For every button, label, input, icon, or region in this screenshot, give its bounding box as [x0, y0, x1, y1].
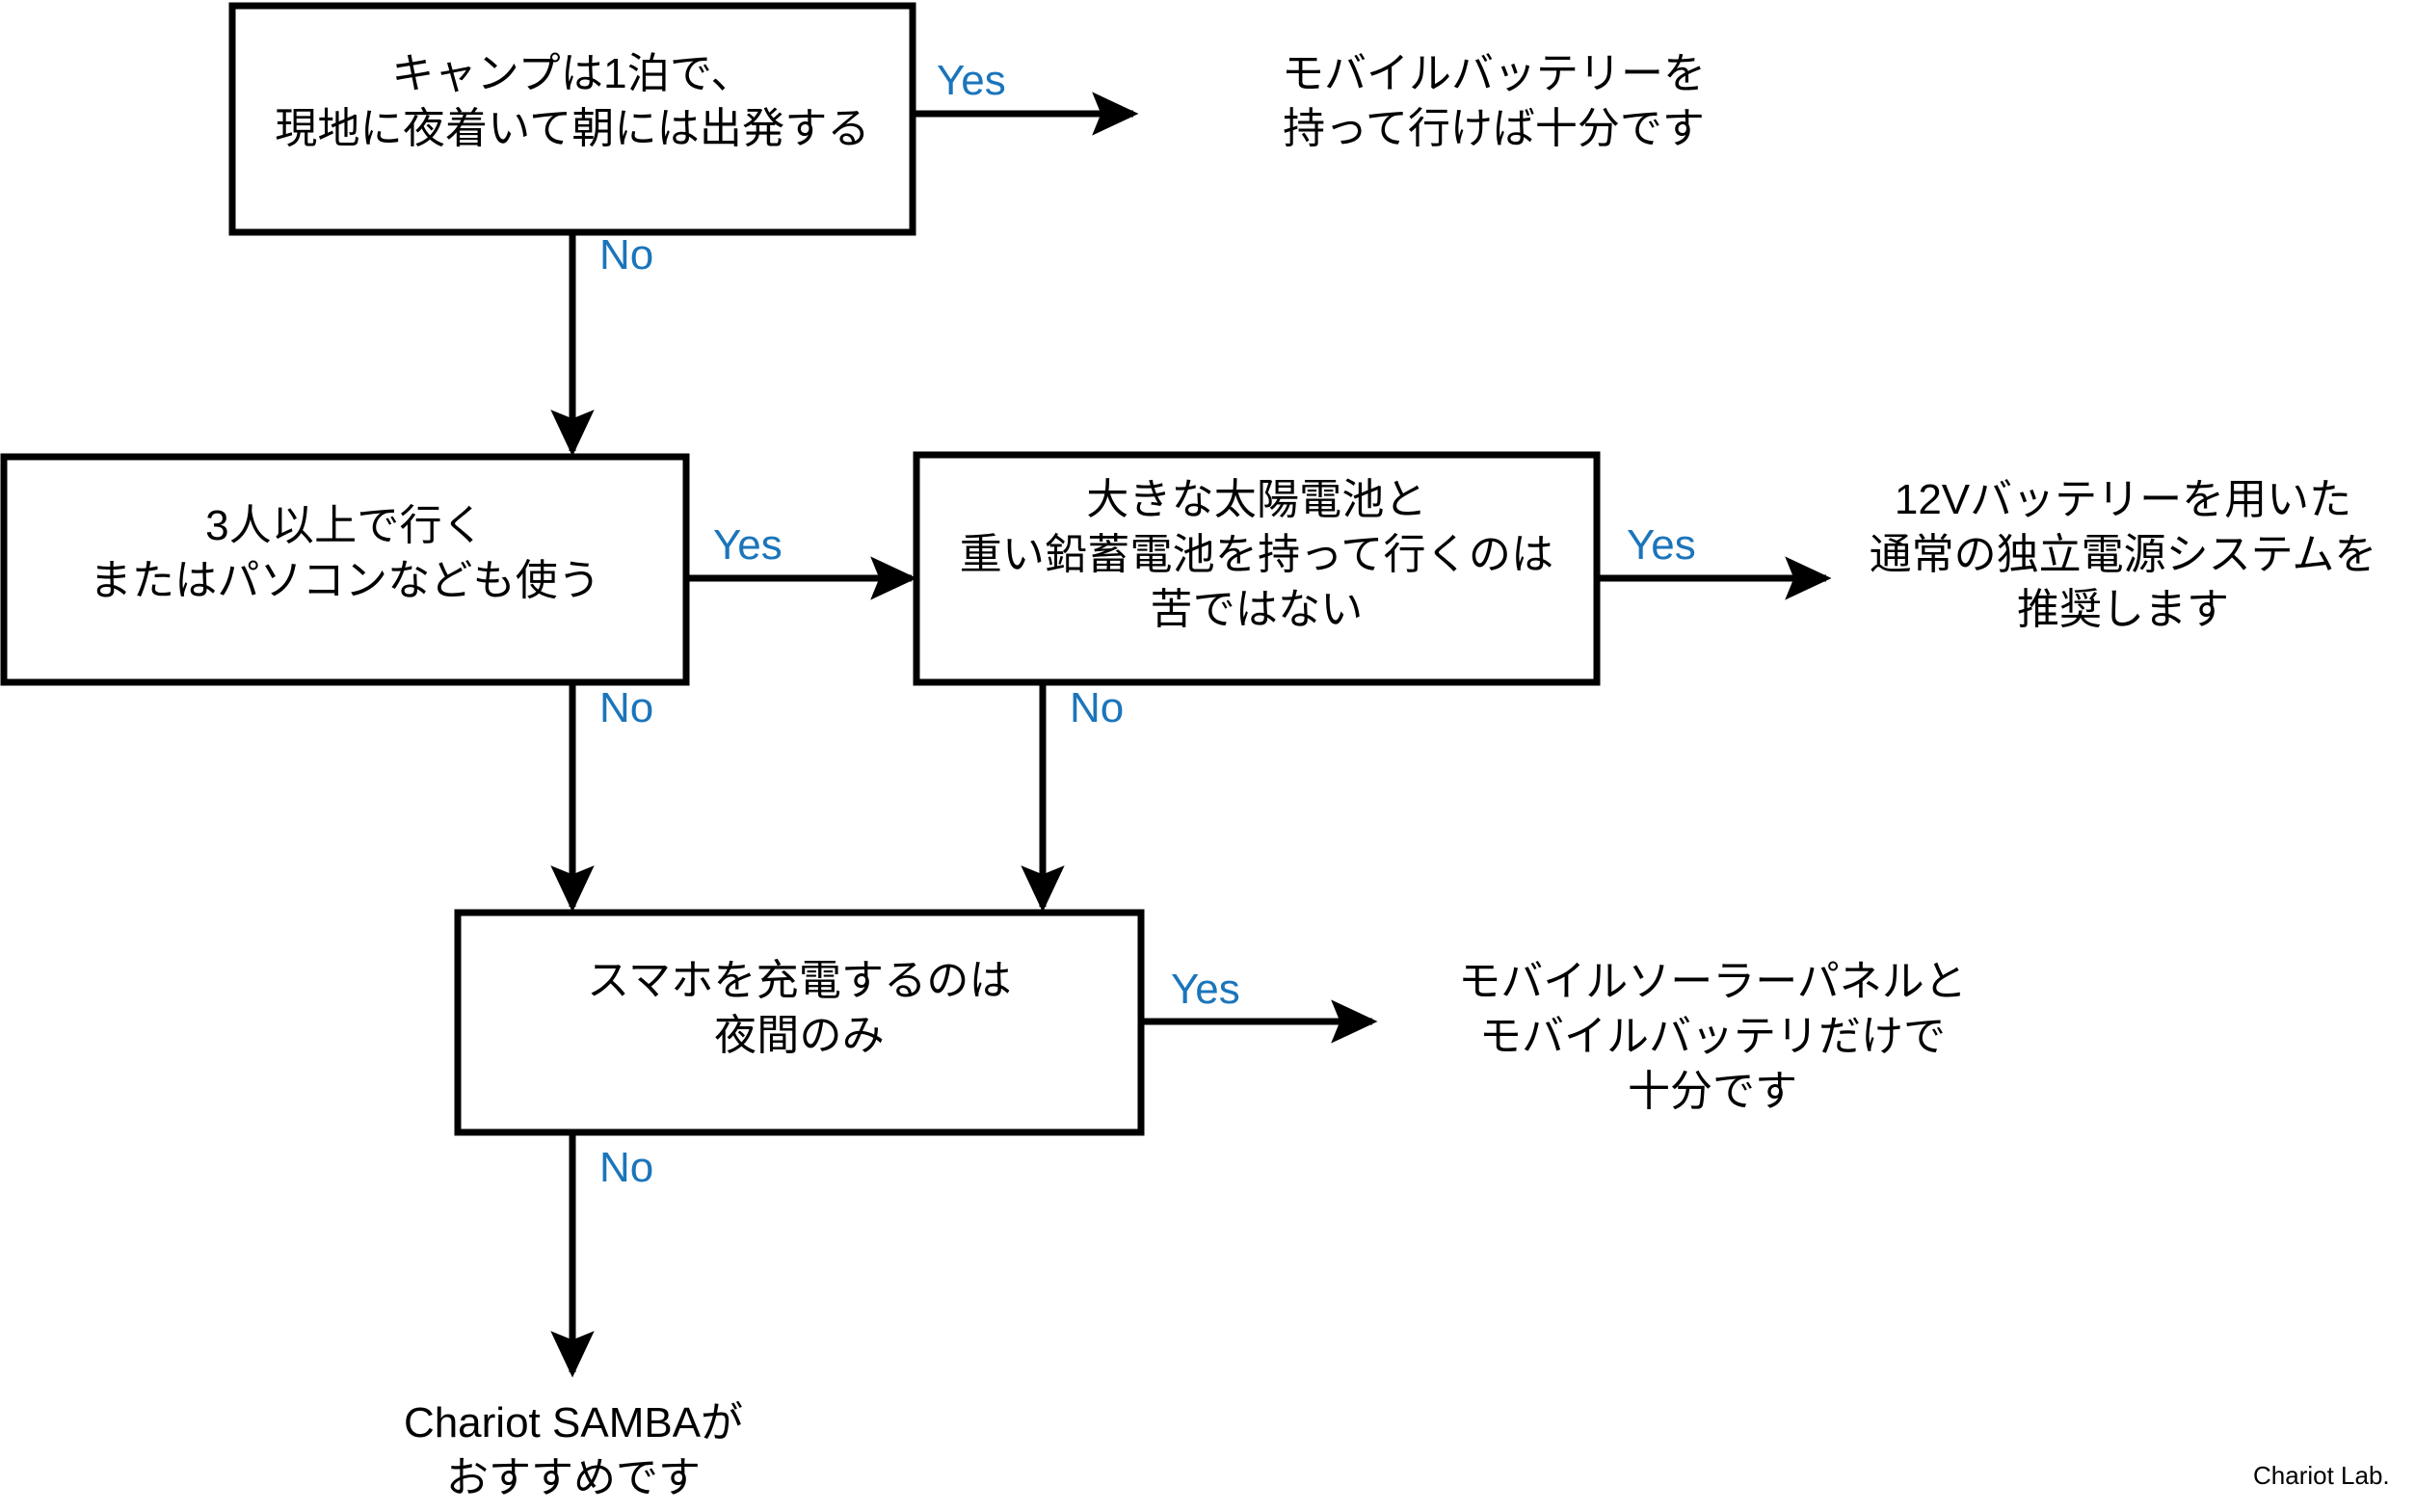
question-box-q3 [913, 451, 1601, 686]
question-box-q1-label: キャンプは1泊で、 現地に夜着いて朝には出発する [275, 50, 870, 153]
outcome-text-r1: モバイルバッテリーを 持って行けば十分です [1282, 50, 1706, 153]
question-box-q1 [228, 2, 916, 236]
edge-label-q4-no: No [599, 1144, 654, 1191]
edge-label-q2-yes: Yes [713, 521, 783, 569]
question-box-q4-label: スマホを充電するのは 夜間のみ [587, 957, 1012, 1060]
outcome-text-r4: Chariot SAMBAが おすすめです [403, 1399, 744, 1502]
question-box-q2 [0, 453, 690, 686]
edge-label-q1-no: No [599, 231, 654, 279]
outcome-text-r2: 12Vバッテリーを用いた 通常の独立電源システムを 推奨します [1869, 476, 2377, 634]
footer-credit: Chariot Lab. [2253, 1461, 2390, 1490]
question-box-q3-label: 大きな太陽電池と 重い鉛蓄電池を持って行くのは 苦ではない [959, 476, 1554, 634]
question-box-q2-label: 3人以上で行く またはパソコンなども使う [89, 502, 601, 605]
edge-label-q3-no: No [1070, 684, 1125, 731]
edge-label-q1-yes: Yes [937, 57, 1006, 104]
outcome-text-r3: モバイルソーラーパネルと モバイルバッテリだけで 十分です [1458, 958, 1967, 1116]
edge-label-q3-yes: Yes [1627, 521, 1696, 569]
edge-label-q2-no: No [599, 684, 654, 731]
edge-label-q4-yes: Yes [1171, 966, 1240, 1013]
